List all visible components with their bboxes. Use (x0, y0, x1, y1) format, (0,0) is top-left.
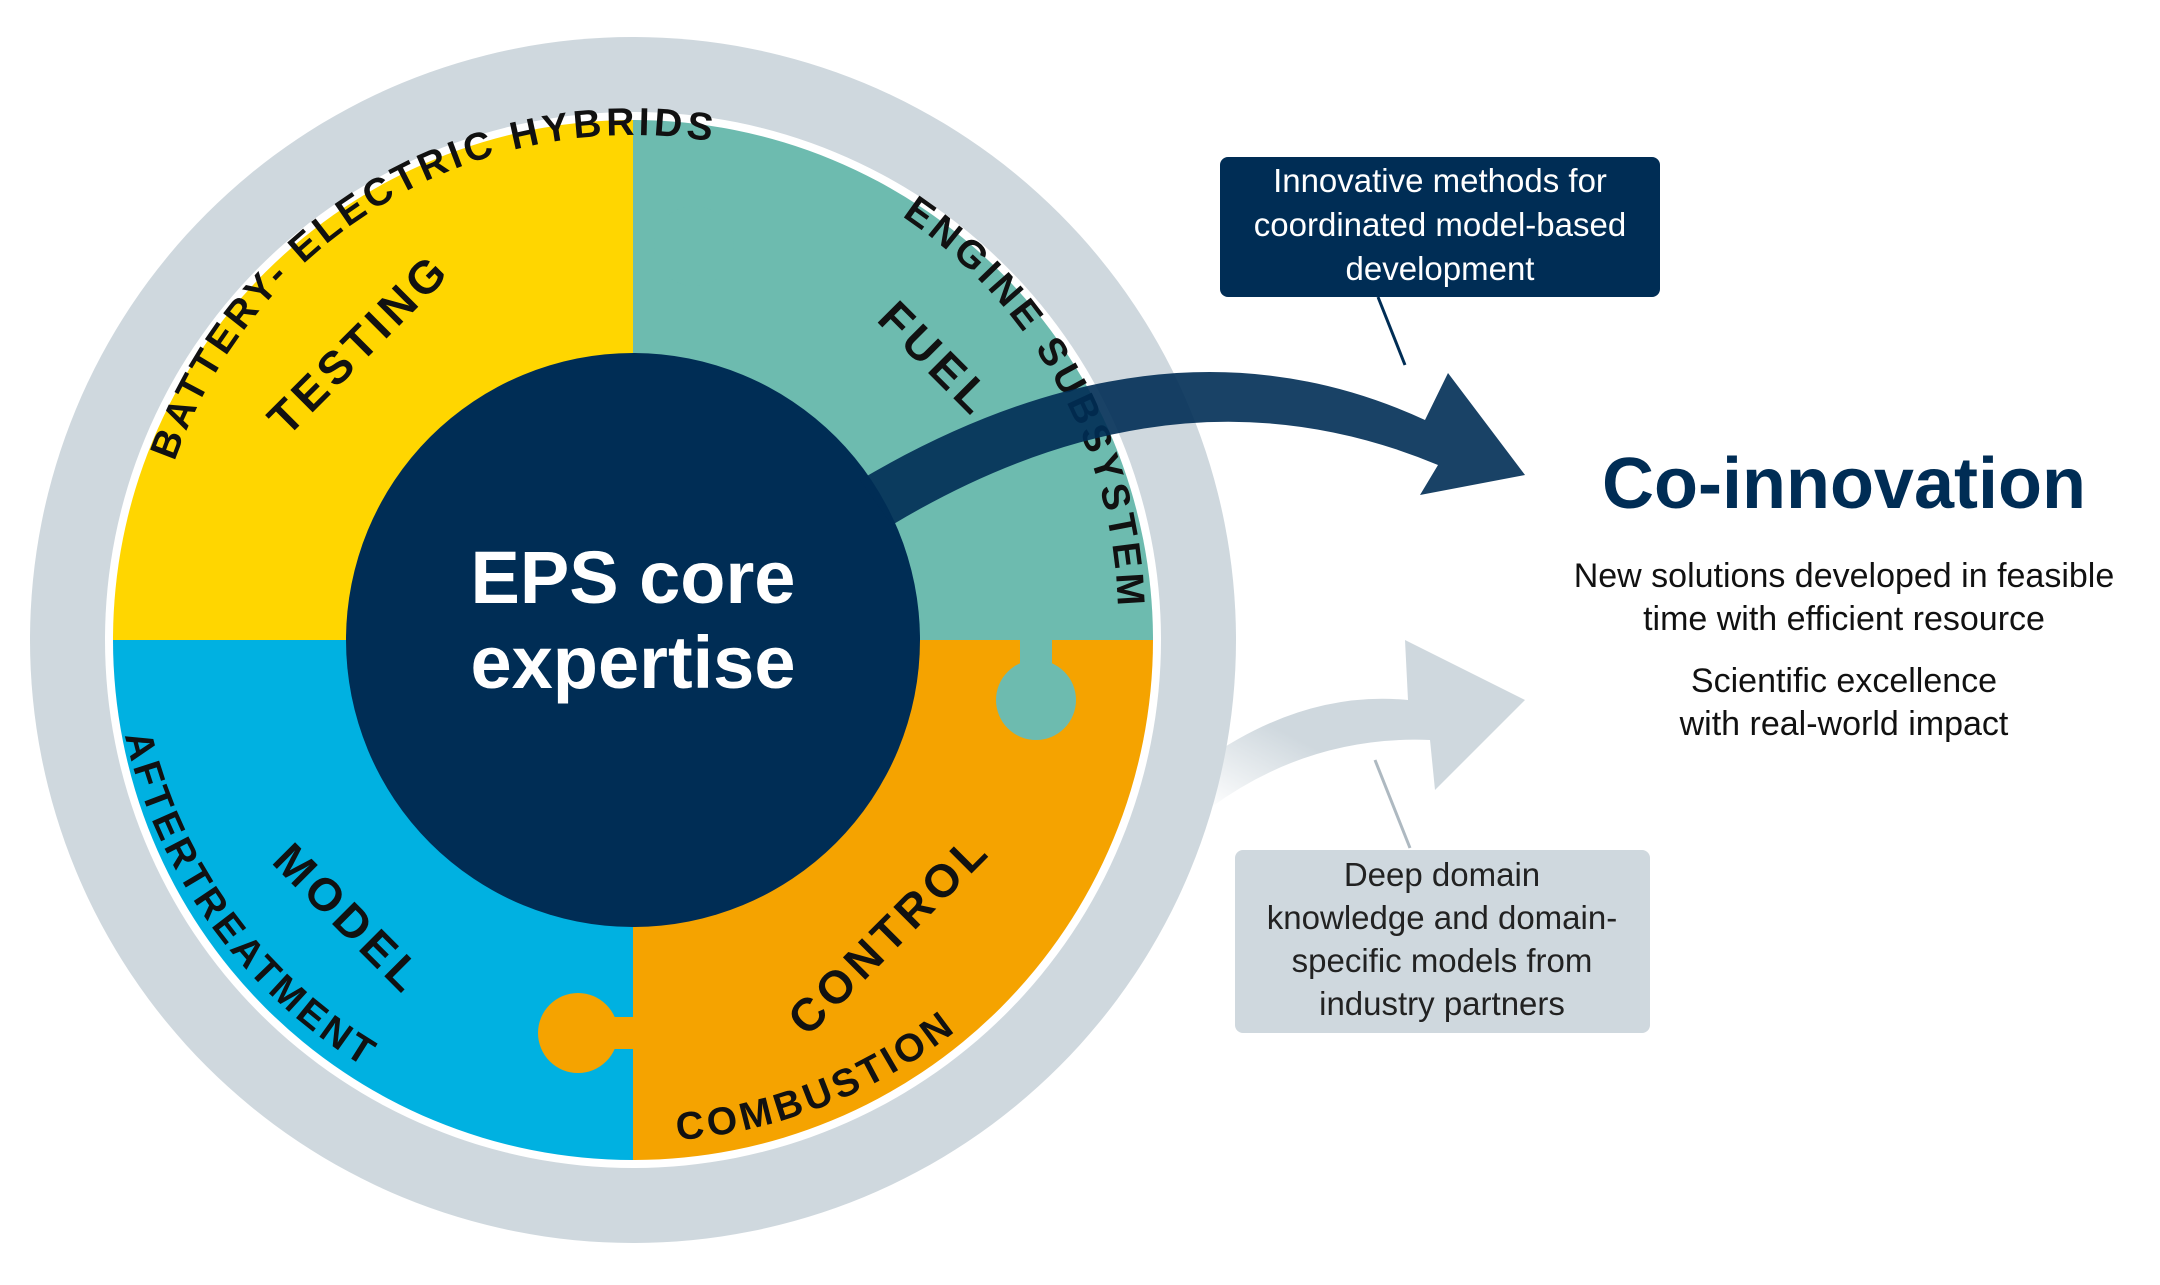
callout-top-line1: Innovative methods for (1273, 162, 1607, 199)
core-text-line2: expertise (471, 621, 796, 704)
callout-top-line3: development (1346, 250, 1535, 287)
arrow-methods-to-coinnovation (860, 372, 1525, 525)
core-circle (346, 353, 920, 927)
knob-testing-into-model (184, 532, 264, 640)
callout-bottom-box (1235, 850, 1650, 1033)
callout-bottom-connector (1373, 759, 1412, 849)
arrow-industry-to-coinnovation (1205, 640, 1525, 808)
result-para1-line1: New solutions developed in feasible (1574, 557, 2115, 595)
knob-fuel-into-testing (633, 206, 734, 286)
knob-fuel-into-control (996, 640, 1076, 740)
result-para1-line2: time with efficient resource (1643, 600, 2045, 638)
callout-bottom-line4: industry partners (1319, 985, 1565, 1022)
core-text-line1: EPS core (471, 536, 796, 619)
callout-bottom-line1: Deep domain (1344, 856, 1540, 893)
callout-top-line2: coordinated model-based (1254, 206, 1626, 243)
callout-top-box (1220, 157, 1660, 297)
result-para2-line2: with real-world impact (1679, 705, 2009, 743)
knob-control-into-model (538, 993, 633, 1073)
callout-top-connector (1376, 296, 1407, 366)
result-title: Co-innovation (1602, 444, 2086, 524)
callout-bottom-line3: specific models from (1292, 942, 1593, 979)
result-para2-line1: Scientific excellence (1691, 662, 1997, 700)
callout-bottom-line2: knowledge and domain- (1267, 899, 1617, 936)
